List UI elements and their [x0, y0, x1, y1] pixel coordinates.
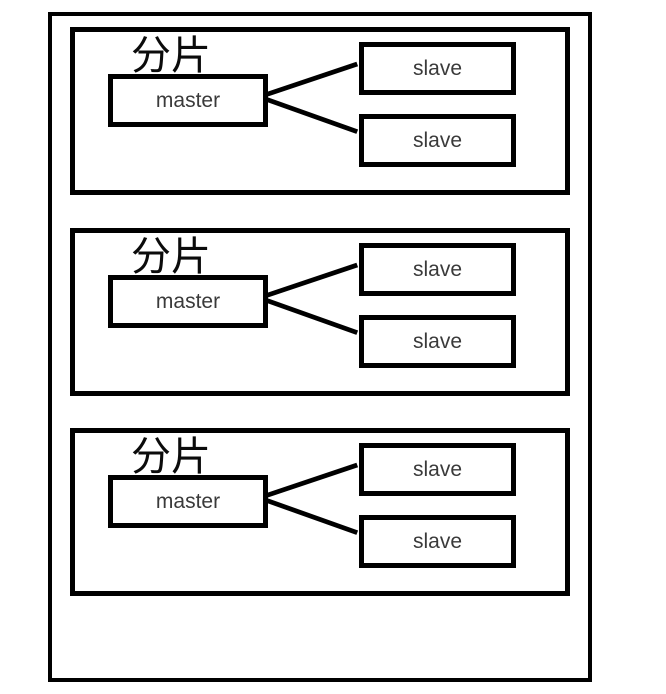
connector-master-to-slave-1 — [261, 296, 359, 335]
slave-node-label: slave — [412, 458, 463, 481]
slave-node[interactable]: slave — [359, 315, 516, 368]
master-node[interactable]: master — [108, 475, 268, 528]
connector-master-to-slave-1 — [261, 496, 359, 535]
slave-node[interactable]: slave — [359, 443, 516, 496]
slave-node-label: slave — [412, 530, 463, 553]
slave-node-label: slave — [412, 258, 463, 281]
shard-group[interactable]: 分片 master slave slave — [70, 27, 570, 195]
shard-group-label: 分片 — [131, 434, 211, 480]
connector-master-to-slave-0 — [261, 262, 359, 300]
cluster-container: 分片 master slave slave 分片 master slave sl… — [48, 12, 592, 682]
master-node[interactable]: master — [108, 275, 268, 328]
slave-node[interactable]: slave — [359, 42, 516, 95]
slave-node-label: slave — [412, 57, 463, 80]
shard-group[interactable]: 分片 master slave slave — [70, 228, 570, 396]
slave-node-label: slave — [412, 129, 463, 152]
connector-master-to-slave-1 — [261, 95, 359, 134]
slave-node[interactable]: slave — [359, 114, 516, 167]
connector-master-to-slave-0 — [261, 462, 359, 500]
master-node-label: master — [155, 490, 221, 513]
slave-node-label: slave — [412, 330, 463, 353]
master-node-label: master — [155, 89, 221, 112]
connector-master-to-slave-0 — [261, 61, 359, 99]
shard-group[interactable]: 分片 master slave slave — [70, 428, 570, 596]
slave-node[interactable]: slave — [359, 243, 516, 296]
shard-group-label: 分片 — [131, 234, 211, 280]
shard-group-label: 分片 — [131, 33, 211, 79]
master-node-label: master — [155, 290, 221, 313]
master-node[interactable]: master — [108, 74, 268, 127]
slave-node[interactable]: slave — [359, 515, 516, 568]
